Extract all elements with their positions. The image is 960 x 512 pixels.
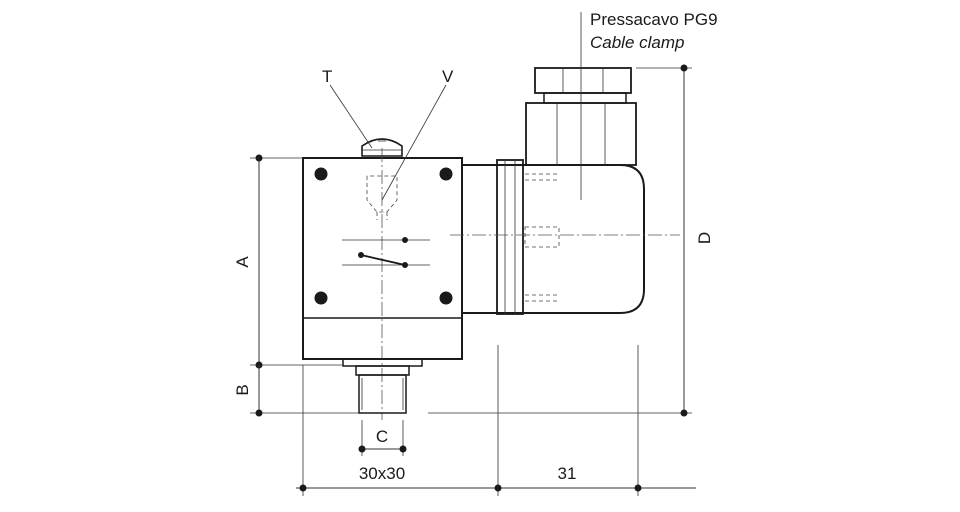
label-A: A [233,256,252,268]
mounting-hole [439,291,453,305]
mounting-hole [314,167,328,181]
label-length: 31 [558,464,577,483]
mounting-hole [314,291,328,305]
label-B: B [233,384,252,395]
valve-body [302,148,463,420]
label-V: V [442,67,454,86]
dimension-C [358,445,407,453]
dimension-bottom [296,484,696,492]
extension-lines [250,67,692,496]
cable-clamp-label-it: Pressacavo PG9 [590,10,718,29]
switch-symbol [342,237,430,268]
threaded-connector [342,358,423,414]
label-size: 30x30 [359,464,405,483]
dimension-B [255,365,263,417]
label-T: T [322,67,332,86]
mounting-hole [439,167,453,181]
dimension-A [255,154,263,369]
adjustment-screw [361,138,403,157]
label-C: C [376,427,388,446]
leader-T [329,84,373,149]
label-D: D [695,232,714,244]
cable-clamp [525,12,637,200]
cable-clamp-label-en: Cable clamp [590,33,685,52]
solenoid-coil [450,159,680,315]
leader-V [381,84,447,201]
dimension-D [680,64,688,417]
